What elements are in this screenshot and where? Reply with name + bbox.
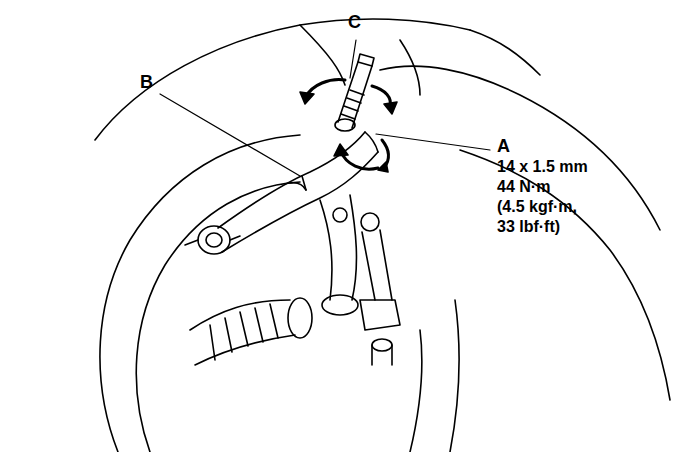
torque-value: (4.5 kgf·m, 33 lbf·ft) [497,197,597,237]
callout-letter: A [497,136,510,156]
callout-letter: B [140,72,153,92]
bolt-size: 14 x 1.5 mm [497,157,588,177]
callout-letter: C [348,12,361,32]
torque-value: 44 N·m [497,177,550,197]
